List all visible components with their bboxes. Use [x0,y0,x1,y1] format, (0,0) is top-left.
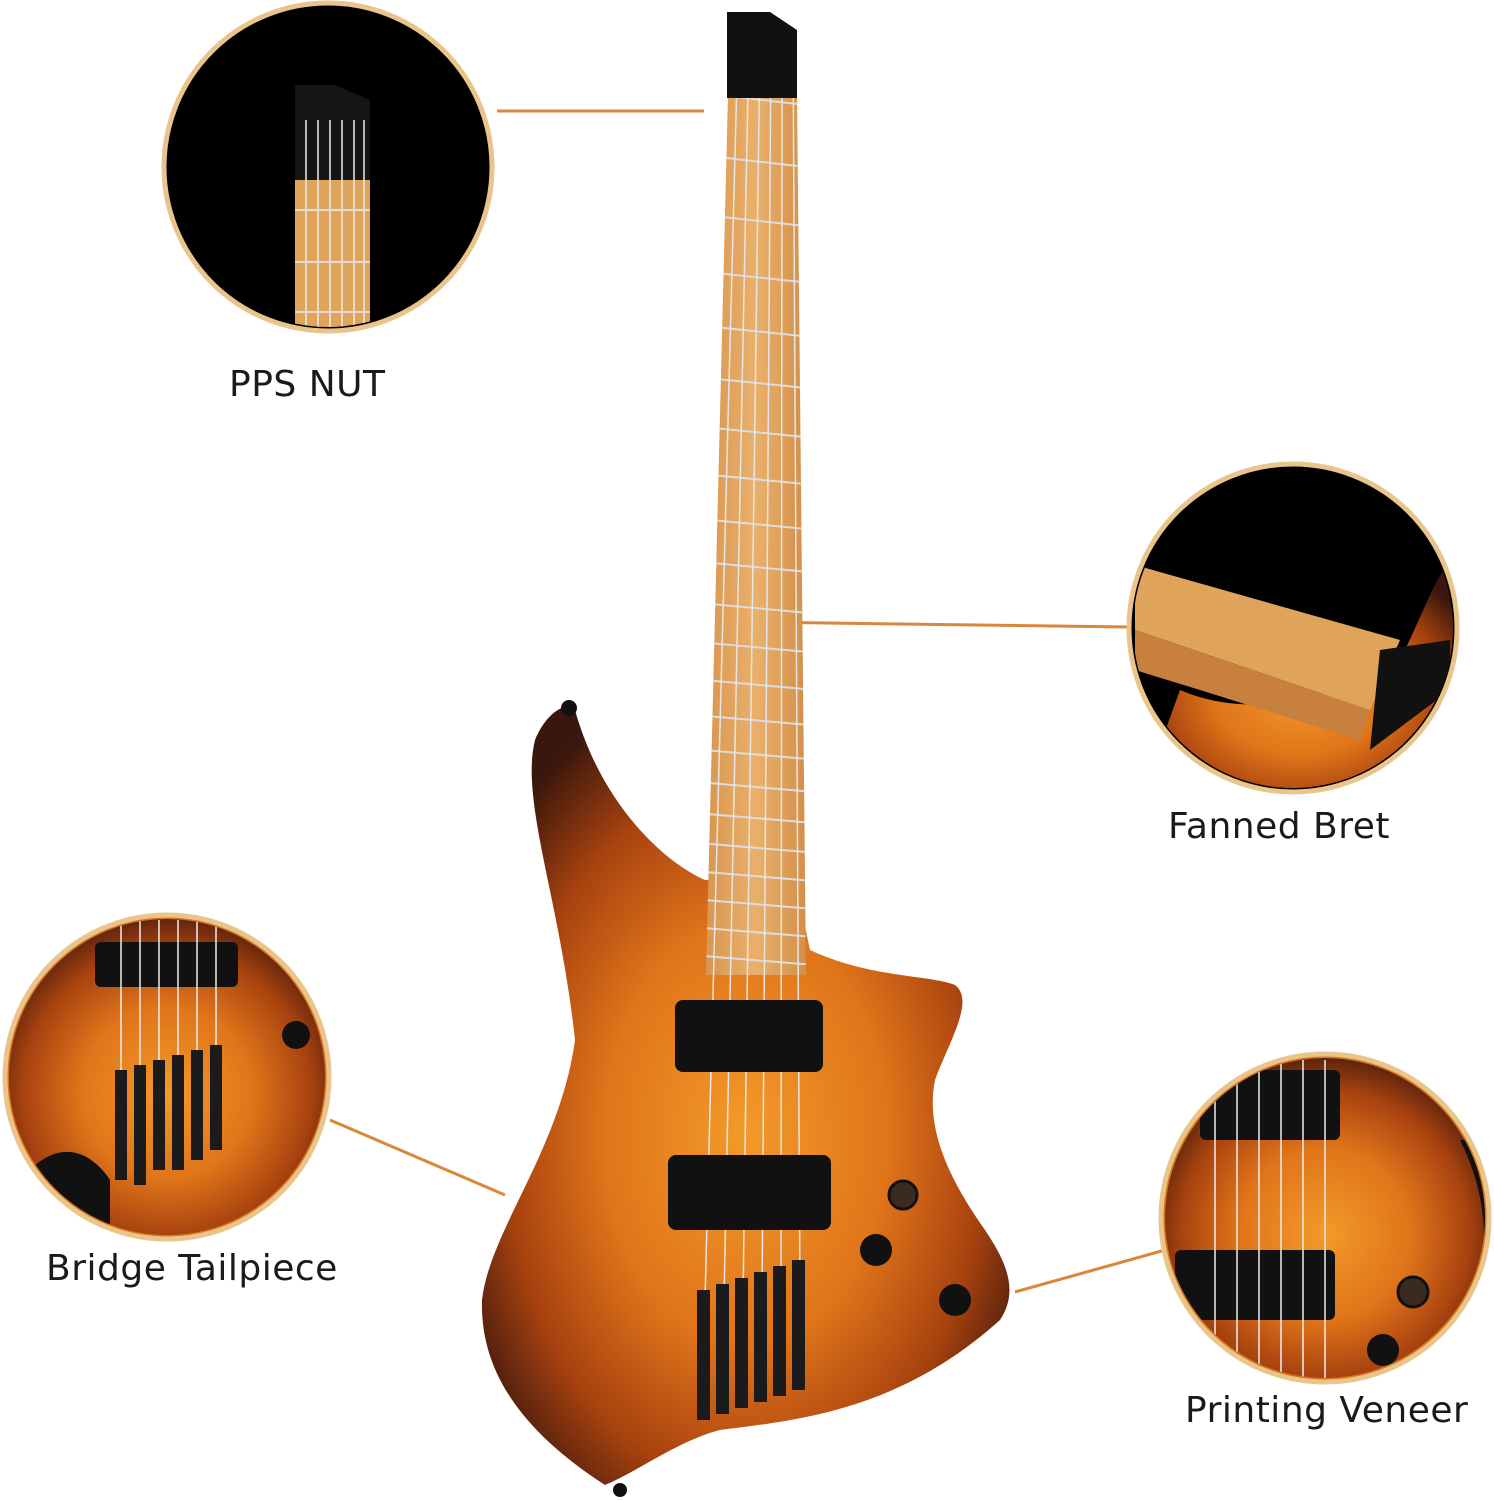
bridge-pickup [668,1155,831,1230]
callout-label-bridge: Bridge Tailpiece [46,1248,338,1289]
string [742,39,761,1301]
fret [724,216,799,227]
fret [708,871,806,882]
neck-pickup [675,1000,823,1072]
callout-label-nut: PPS NUT [229,364,386,405]
bridge-tailpiece [697,1260,805,1420]
string [704,39,739,1301]
string [723,39,750,1301]
fret [706,927,806,938]
bridge-saddle [716,1284,729,1414]
fret [720,378,801,389]
callout-line-fret [747,620,1129,629]
fret [717,519,802,530]
callout-line-bridge [329,1118,506,1197]
bridge-saddle [754,1272,767,1402]
bridge-saddle [697,1290,710,1420]
headstock [727,12,797,98]
fret [709,813,805,824]
bridge-saddle [773,1266,786,1396]
fret [713,679,804,690]
fret [719,427,801,438]
bridge-saddle [735,1278,748,1408]
fret [721,326,800,337]
selector-knob [887,1179,919,1211]
fret [726,157,798,167]
fret [723,272,799,283]
fret [718,474,802,485]
fret [711,749,804,760]
callout-label-fret: Fanned Bret [1168,806,1391,847]
fret [707,899,806,910]
fret [712,715,804,726]
string [780,39,783,1301]
fret [709,842,805,853]
guitar-neck [706,95,806,975]
callout-label-veneer: Printing Veneer [1185,1390,1469,1431]
strap-button-top [561,700,577,716]
fret [706,955,806,966]
fret [715,603,803,614]
strap-button-bottom [613,1483,627,1497]
callout-lines [329,109,1166,1294]
fret [710,782,805,793]
fret [716,562,802,573]
bridge-saddle [792,1260,805,1390]
string [761,39,772,1301]
volume-knob [860,1234,892,1266]
string [792,39,801,1301]
fret [714,642,803,653]
callout-line-veneer [1014,1248,1166,1294]
tone-knob [939,1284,971,1316]
